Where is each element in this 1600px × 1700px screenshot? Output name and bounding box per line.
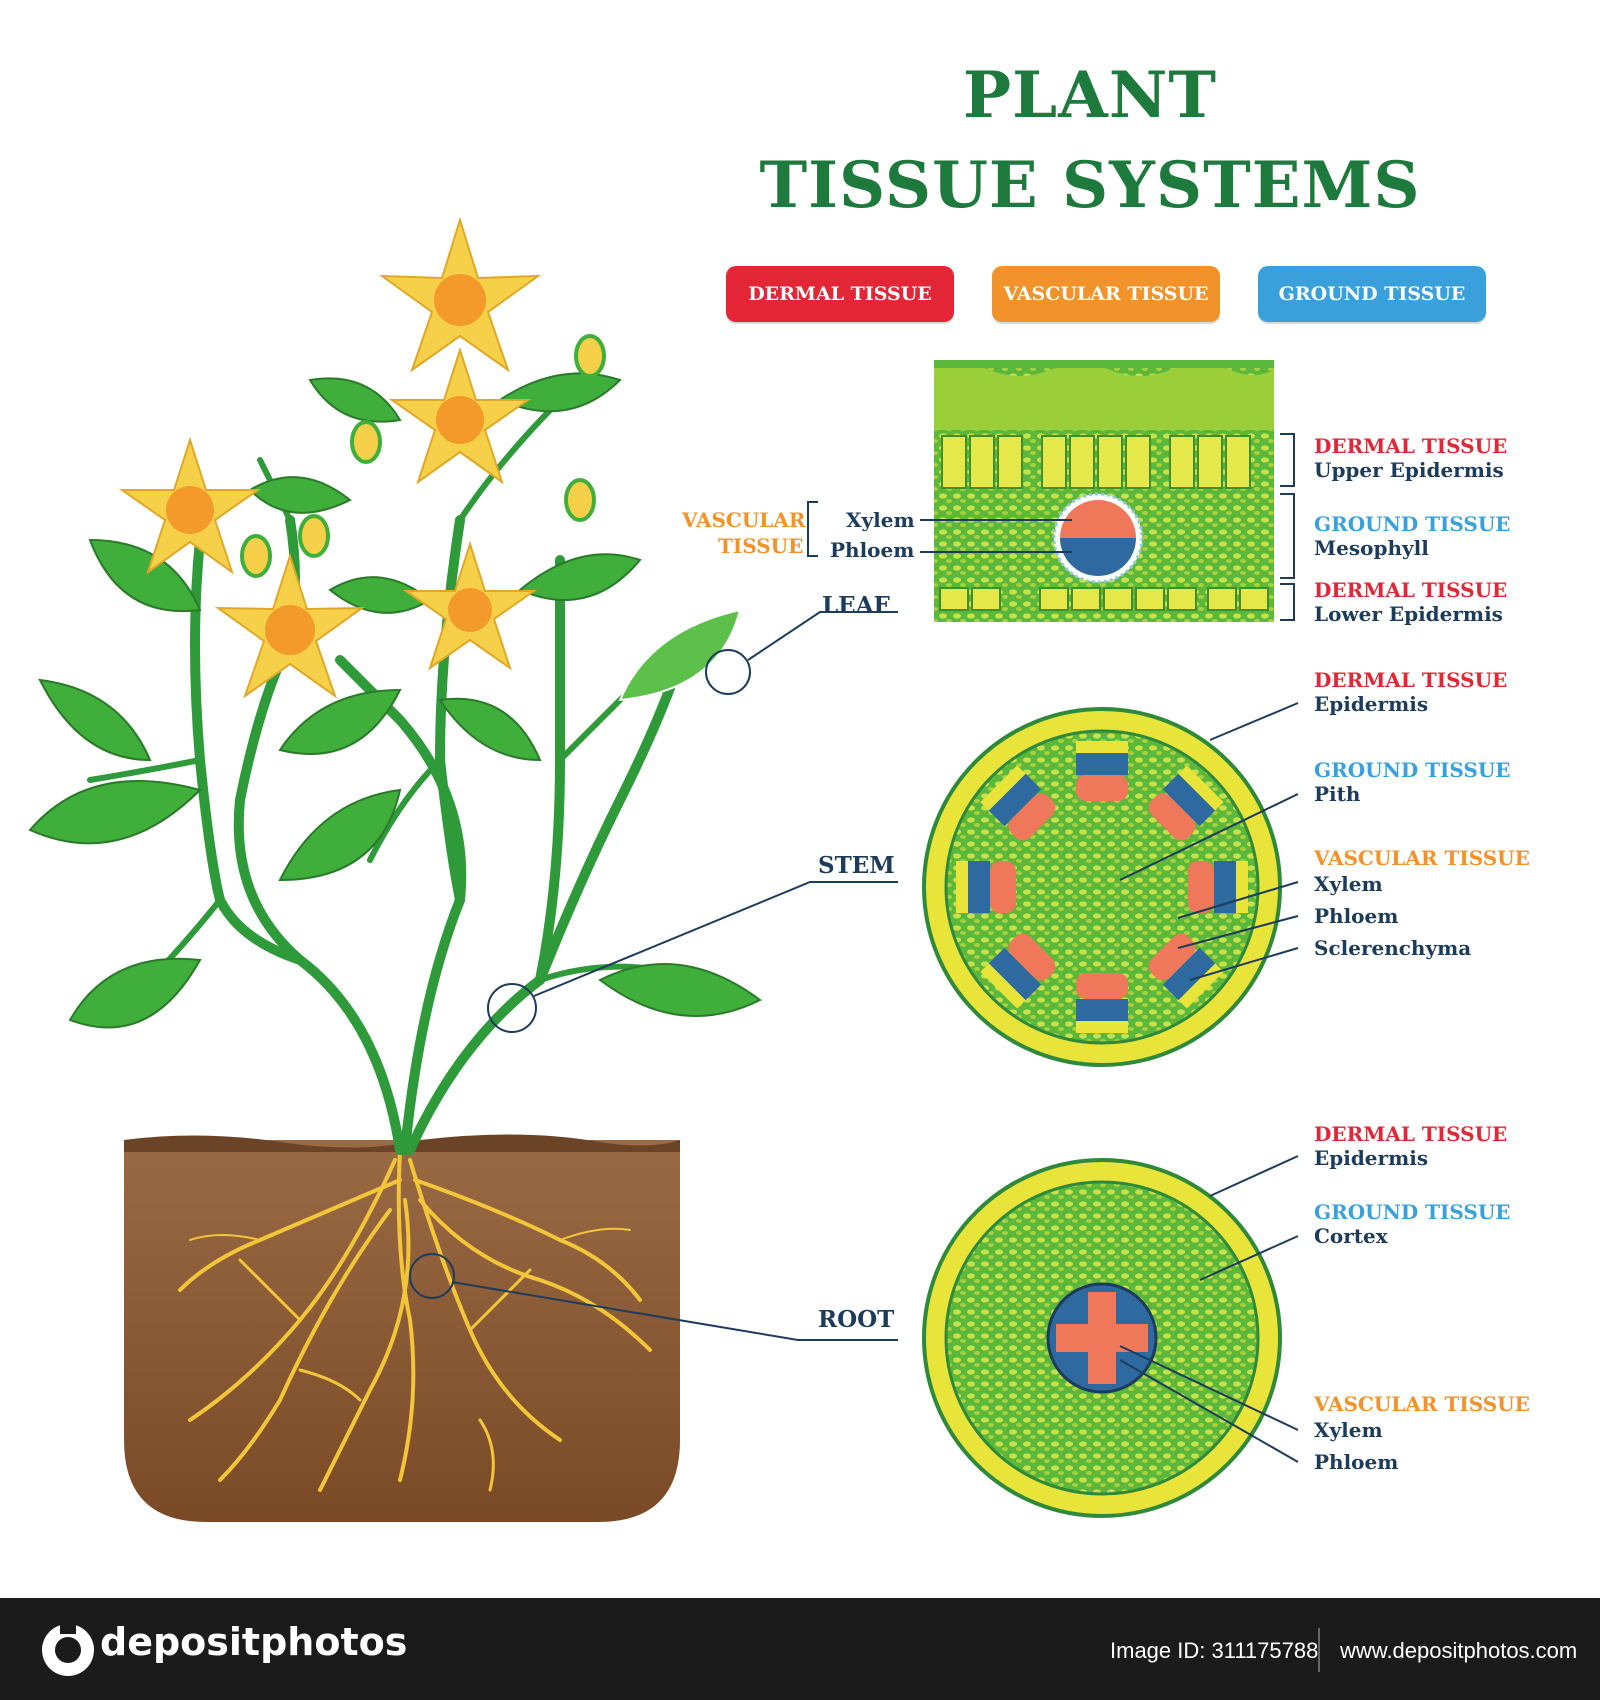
callouts — [409, 611, 898, 1341]
roots — [178, 1148, 652, 1492]
vascular-bundle — [980, 765, 1056, 841]
root-epidermis-label: Epidermis — [1314, 1146, 1429, 1170]
organ-label-stem: STEM — [818, 852, 895, 879]
vascular-bundle — [1076, 973, 1128, 1033]
leaf-upper-name: Upper Epidermis — [1314, 458, 1504, 482]
vascular-bundle — [1148, 933, 1224, 1009]
legend-ground: GROUND TISSUE — [1258, 266, 1486, 322]
root-xylem-label: Xylem — [1314, 1418, 1383, 1442]
root-cross-section — [922, 1158, 1282, 1518]
root-phloem-label: Phloem — [1314, 1450, 1399, 1474]
site-url: www.depositphotos.com — [1340, 1638, 1578, 1663]
stem-ground-label: GROUND TISSUE — [1314, 758, 1511, 782]
leaf-upper-type: DERMAL TISSUE — [1314, 434, 1508, 458]
root-ground-label: GROUND TISSUE — [1314, 1200, 1511, 1224]
image-id: Image ID: 311175788 — [1110, 1638, 1319, 1663]
leaf-lower-name: Lower Epidermis — [1314, 602, 1503, 626]
flowers — [118, 216, 606, 699]
title-line-1: PLANT — [963, 58, 1217, 133]
stem-dermal-label: DERMAL TISSUE — [1314, 668, 1508, 692]
vascular-bundle — [1148, 765, 1224, 841]
stem-phloem-label: Phloem — [1314, 904, 1399, 928]
leaf-vascular-label-1: VASCULAR — [682, 508, 806, 532]
organ-label-leaf: LEAF — [822, 592, 890, 619]
stem-xylem-label: Xylem — [1314, 872, 1383, 896]
vascular-bundle — [956, 861, 1016, 913]
leaf-mesophyll-type: GROUND TISSUE — [1314, 512, 1511, 536]
vascular-bundle — [980, 933, 1056, 1009]
leaves — [28, 372, 762, 1029]
legend-dermal: DERMAL TISSUE — [726, 266, 954, 322]
leaf-phloem-label: Phloem — [830, 538, 915, 562]
footer-bar — [0, 1598, 1600, 1700]
leaf-mesophyll-name: Mesophyll — [1314, 536, 1429, 560]
root-cortex-label: Cortex — [1314, 1224, 1388, 1248]
leaf-cross-section — [934, 360, 1274, 622]
stem-epidermis-label: Epidermis — [1314, 692, 1429, 716]
brand-name: depositphotos — [100, 1620, 408, 1664]
organ-label-root: ROOT — [818, 1306, 895, 1333]
root-vascular-label: VASCULAR TISSUE — [1314, 1392, 1530, 1416]
root-dermal-label: DERMAL TISSUE — [1314, 1122, 1508, 1146]
leaf-xylem-label: Xylem — [846, 508, 915, 532]
stem-pith-label: Pith — [1314, 782, 1361, 806]
title-line-2: TISSUE SYSTEMS — [759, 148, 1421, 223]
footer-divider — [1318, 1628, 1320, 1672]
leaf-lower-type: DERMAL TISSUE — [1314, 578, 1508, 602]
stem-cross-section — [922, 707, 1282, 1067]
stem-vascular-label: VASCULAR TISSUE — [1314, 846, 1530, 870]
vascular-bundle — [1076, 741, 1128, 801]
legend-vascular: VASCULAR TISSUE — [992, 266, 1220, 322]
leaf-vascular-label-2: TISSUE — [718, 534, 804, 558]
stem-sclerenchyma-label: Sclerenchyma — [1314, 936, 1472, 960]
